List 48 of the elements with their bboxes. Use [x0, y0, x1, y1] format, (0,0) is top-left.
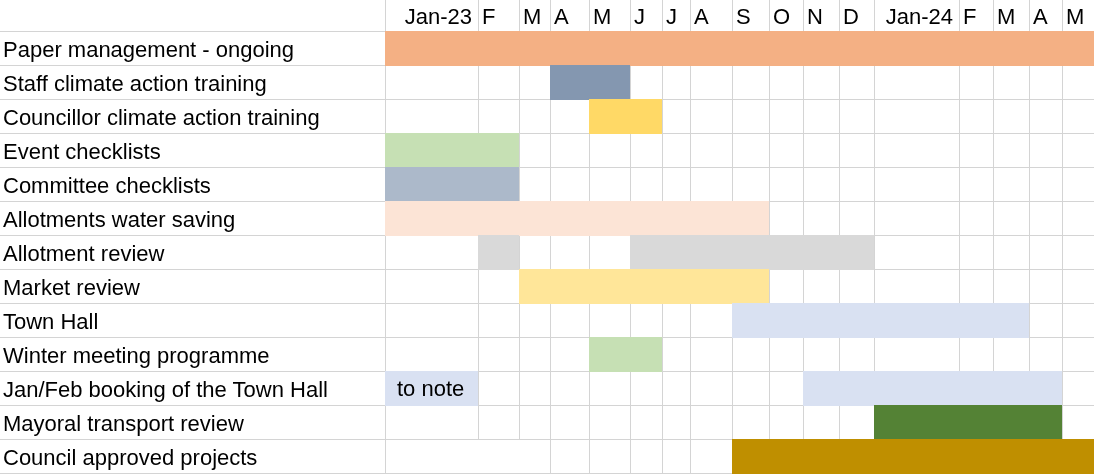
gantt-bar	[385, 133, 519, 168]
gantt-bar	[478, 235, 519, 270]
month-label: D	[843, 4, 859, 30]
month-label: N	[807, 4, 823, 30]
gantt-bar	[519, 269, 769, 304]
task-name: Paper management - ongoing	[3, 37, 295, 63]
gantt-bar	[803, 371, 1062, 406]
month-label: O	[773, 4, 791, 30]
month-label: M	[593, 4, 612, 30]
gantt-bar	[385, 201, 769, 236]
month-label: Jan-24	[885, 4, 953, 30]
gantt-bar	[385, 167, 519, 202]
task-name: Councillor climate action training	[3, 105, 320, 131]
task-name: Allotment review	[3, 241, 165, 267]
task-name: Market review	[3, 275, 140, 301]
task-name: Staff climate action training	[3, 71, 267, 97]
month-label: F	[963, 4, 977, 30]
month-label: A	[1033, 4, 1048, 30]
month-label: J	[666, 4, 677, 30]
task-row	[0, 31, 1094, 66]
gantt-bar	[385, 31, 1094, 66]
task-name: Council approved projects	[3, 445, 258, 471]
gantt-bar	[874, 405, 1062, 440]
month-label: Jan-23	[404, 4, 472, 30]
month-label: S	[736, 4, 751, 30]
task-name: Jan/Feb booking of the Town Hall	[3, 377, 328, 403]
month-label: M	[1066, 4, 1085, 30]
month-label: J	[634, 4, 645, 30]
task-name: Winter meeting programme	[3, 343, 270, 369]
task-name: Town Hall	[3, 309, 99, 335]
gantt-bar	[589, 99, 662, 134]
gantt-bar	[630, 235, 874, 270]
gantt-bar	[732, 439, 1094, 474]
month-label: A	[554, 4, 569, 30]
note-cell	[385, 371, 478, 406]
gantt-bar	[550, 65, 630, 100]
month-label: F	[482, 4, 496, 30]
gantt-bar	[589, 337, 662, 372]
gantt-bar	[732, 303, 1029, 338]
month-label: M	[997, 4, 1016, 30]
note-text: to note	[397, 376, 465, 402]
task-name: Event checklists	[3, 139, 161, 165]
task-name: Committee checklists	[3, 173, 211, 199]
month-label: M	[523, 4, 542, 30]
task-name: Mayoral transport review	[3, 411, 244, 437]
task-name: Allotments water saving	[3, 207, 236, 233]
month-label: A	[694, 4, 709, 30]
task-row	[0, 439, 1094, 474]
